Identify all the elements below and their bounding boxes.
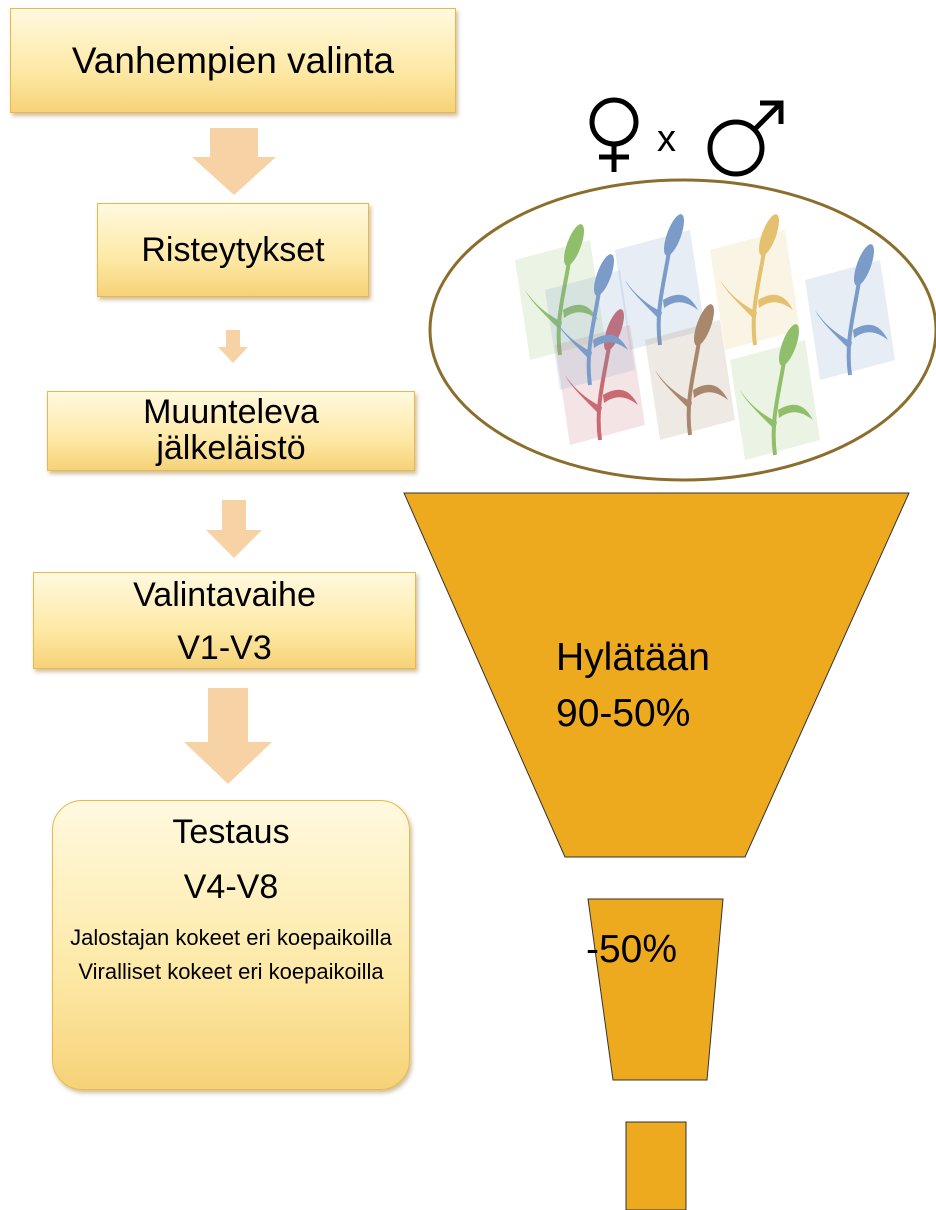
funnel-reject-line2: 90-50% (556, 692, 691, 735)
female-symbol-icon (589, 97, 639, 172)
funnel-reject-label-2: -50% (586, 928, 678, 971)
step-label: Vanhempien valinta (71, 39, 395, 81)
funnel-stage-3 (625, 1121, 687, 1210)
funnel-reject-line1: Hylätään (556, 636, 710, 679)
plant-icon (730, 324, 820, 460)
plant-icon (615, 214, 705, 350)
funnel-stage-1 (403, 492, 910, 858)
step-selection-phase: Valintavaihe V1-V3 (33, 572, 416, 669)
plant-icon (645, 304, 735, 440)
step-variable-offspring: Muunteleva jälkeläistö (47, 391, 415, 471)
funnel-reject-label: Hylätään 90-50% (556, 630, 710, 742)
step-sublabel: V4-V8 (183, 868, 279, 906)
arrow-3 (206, 500, 262, 558)
plant-icon (545, 254, 635, 390)
plant-icon (805, 244, 895, 380)
step-testing: Testaus V4-V8 Jalostajan kokeet eri koep… (52, 800, 410, 1090)
arrow-1 (192, 128, 276, 195)
plant-icon (515, 224, 605, 360)
male-symbol-icon (707, 100, 784, 177)
arrow-4 (184, 688, 272, 784)
step-note-2: Viralliset kokeet eri koepaikoilla (78, 959, 384, 984)
step-label: Risteytykset (141, 230, 325, 269)
arrow-2 (218, 330, 248, 363)
plant-icon (710, 214, 800, 350)
step-crossings: Risteytykset (97, 203, 369, 297)
step-label: Valintavaihe (133, 576, 316, 614)
step-label-line1: Muunteleva (143, 393, 319, 431)
plant-group (515, 214, 895, 460)
step-parent-selection: Vanhempien valinta (10, 8, 456, 113)
step-label: Testaus (172, 813, 290, 851)
cross-label: x (657, 118, 676, 160)
step-sublabel: V1-V3 (177, 629, 272, 667)
plant-icon (555, 309, 645, 445)
funnel-stage-2 (587, 898, 724, 1081)
step-note-1: Jalostajan kokeet eri koepaikoilla (70, 925, 392, 950)
population-ellipse (428, 178, 936, 482)
step-label-line2: jälkeläistö (156, 429, 306, 467)
